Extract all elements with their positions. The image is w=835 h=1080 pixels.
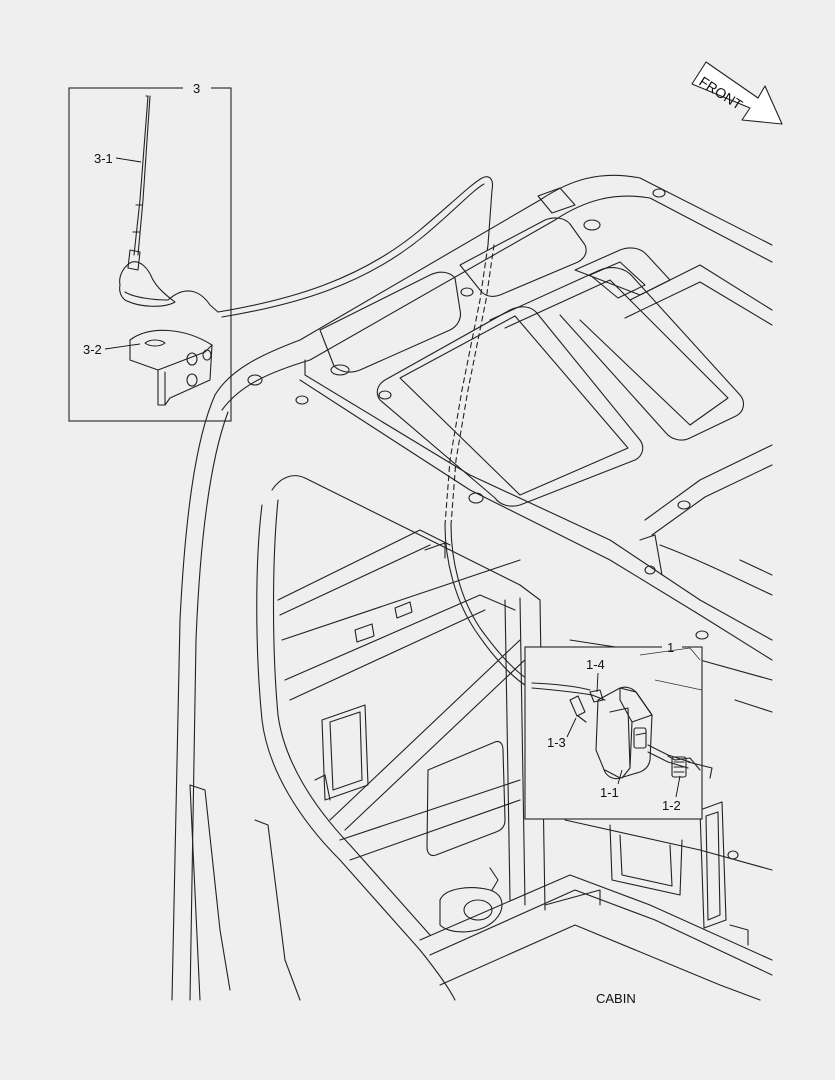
antenna-base [119,261,219,313]
group-3-box [68,87,232,422]
callout-1-2: 1-2 [662,798,681,813]
callout-1-4: 1-4 [586,657,605,672]
antenna-bracket [129,329,213,406]
callout-3-2: 3-2 [83,342,102,357]
callout-1-1: 1-1 [600,785,619,800]
callout-1-3: 1-3 [547,735,566,750]
group-1-label: 1 [667,640,674,655]
leader-1-3 [566,717,577,738]
leader-1-4 [596,672,599,693]
antenna-rod [127,95,151,271]
leader-3-2 [104,343,141,350]
cabin-structure [171,174,773,1001]
antenna-cable [217,176,533,689]
radio-harness [647,744,713,779]
front-direction-arrow: FRONT [691,61,783,125]
group-1-radio: 1 1-4 [524,638,713,820]
callout-3-1: 3-1 [94,151,113,166]
leader-1-1 [617,769,623,785]
leader-3-1 [115,157,142,163]
radio-unit [595,686,653,780]
leader-1-2 [675,775,681,798]
group-1-box [524,646,703,820]
group-3-label: 3 [193,81,200,96]
radio-antenna-lead [531,682,606,723]
group-3-antenna: 3 3-1 3-2 [68,80,232,422]
diagram-caption: CABIN [596,991,636,1006]
